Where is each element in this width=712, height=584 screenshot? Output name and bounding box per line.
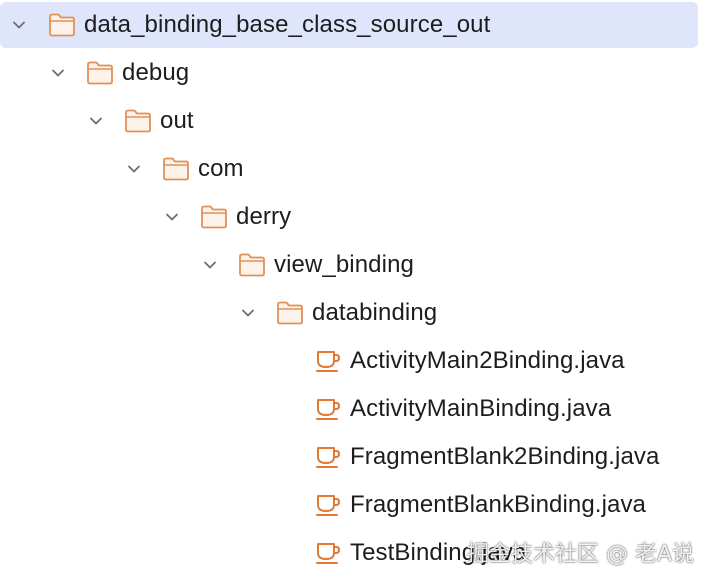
tree-item-testbinding-java[interactable]: TestBinding.java bbox=[0, 530, 698, 576]
tree-item-view-binding[interactable]: view_binding bbox=[0, 242, 698, 288]
tree-item-data-binding-base-class-source-out[interactable]: data_binding_base_class_source_out bbox=[0, 2, 698, 48]
chevron-down-icon[interactable] bbox=[164, 209, 180, 225]
folder-icon bbox=[200, 204, 228, 230]
chevron-down-icon[interactable] bbox=[11, 17, 27, 33]
folder-icon bbox=[238, 252, 266, 278]
tree-item-derry[interactable]: derry bbox=[0, 194, 698, 240]
chevron-down-icon[interactable] bbox=[50, 65, 66, 81]
tree-item-activitymainbinding-java[interactable]: ActivityMainBinding.java bbox=[0, 386, 698, 432]
tree-item-debug[interactable]: debug bbox=[0, 50, 698, 96]
java-file-icon bbox=[314, 492, 342, 518]
tree-item-fragmentblankbinding-java[interactable]: FragmentBlankBinding.java bbox=[0, 482, 698, 528]
chevron-down-icon[interactable] bbox=[88, 113, 104, 129]
tree-item-activitymain2binding-java[interactable]: ActivityMain2Binding.java bbox=[0, 338, 698, 384]
tree-item-label: view_binding bbox=[274, 251, 414, 278]
tree-item-databinding[interactable]: databinding bbox=[0, 290, 698, 336]
tree-item-label: data_binding_base_class_source_out bbox=[84, 11, 491, 38]
folder-icon bbox=[48, 12, 76, 38]
java-file-icon bbox=[314, 348, 342, 374]
tree-item-label: derry bbox=[236, 203, 292, 230]
chevron-down-icon[interactable] bbox=[126, 161, 142, 177]
java-file-icon bbox=[314, 444, 342, 470]
java-file-icon bbox=[314, 540, 342, 566]
folder-icon bbox=[276, 300, 304, 326]
tree-item-label: out bbox=[160, 107, 194, 134]
tree-item-label: debug bbox=[122, 59, 190, 86]
folder-icon bbox=[162, 156, 190, 182]
java-file-icon bbox=[314, 396, 342, 422]
folder-icon bbox=[86, 60, 114, 86]
tree-item-label: ActivityMain2Binding.java bbox=[350, 347, 625, 374]
tree-item-com[interactable]: com bbox=[0, 146, 698, 192]
tree-item-label: com bbox=[198, 155, 244, 182]
chevron-down-icon[interactable] bbox=[240, 305, 256, 321]
tree-item-label: ActivityMainBinding.java bbox=[350, 395, 612, 422]
folder-icon bbox=[124, 108, 152, 134]
tree-item-label: databinding bbox=[312, 299, 438, 326]
tree-item-fragmentblank2binding-java[interactable]: FragmentBlank2Binding.java bbox=[0, 434, 698, 480]
tree-item-out[interactable]: out bbox=[0, 98, 698, 144]
tree-item-label: FragmentBlank2Binding.java bbox=[350, 443, 660, 470]
tree-item-label: FragmentBlankBinding.java bbox=[350, 491, 646, 518]
chevron-down-icon[interactable] bbox=[202, 257, 218, 273]
tree-item-label: TestBinding.java bbox=[350, 539, 527, 566]
